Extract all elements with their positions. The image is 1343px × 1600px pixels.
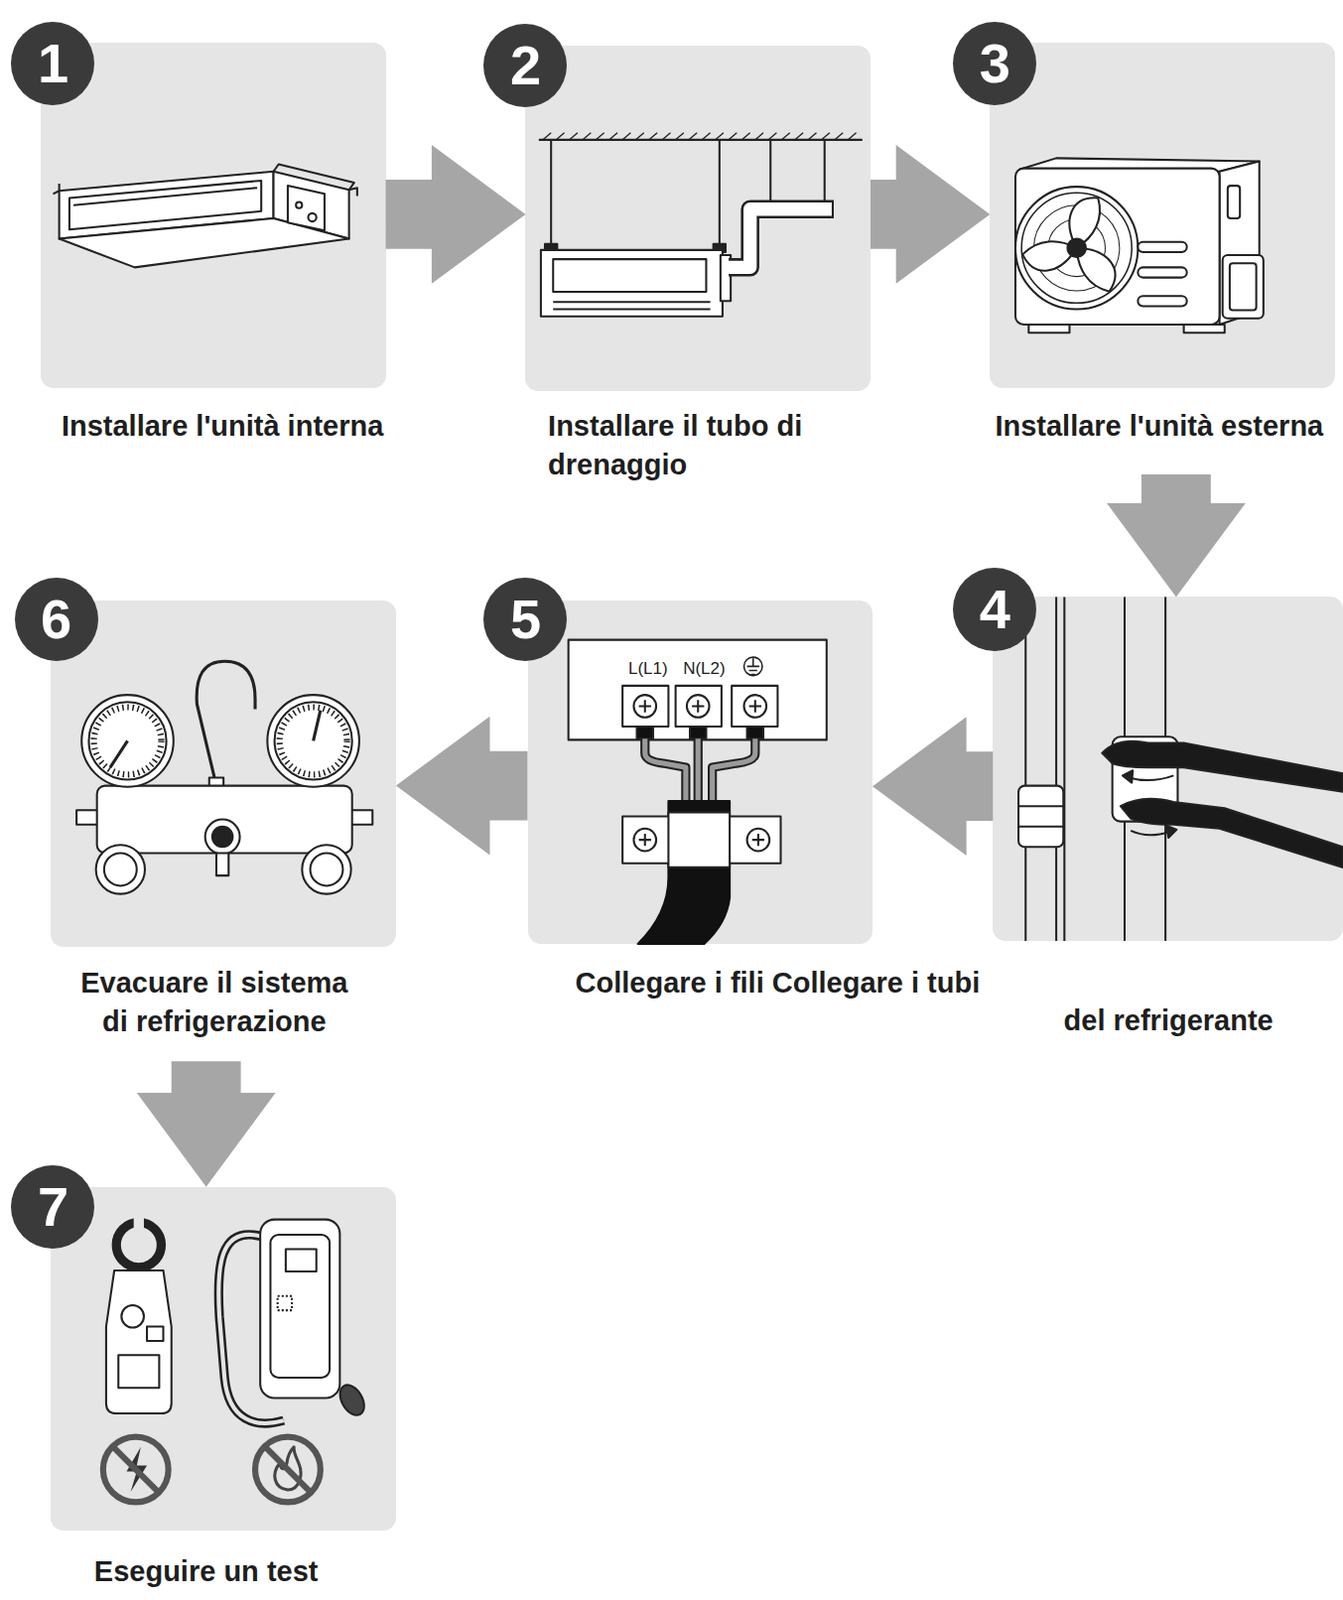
step-caption: Eseguire un test xyxy=(57,1552,356,1592)
flow-arrow xyxy=(396,716,529,856)
terminal-label: L(L1) xyxy=(628,659,669,679)
step-caption: Collegare i fili Collegare i tubi xyxy=(543,963,1011,1003)
flow-arrow xyxy=(872,716,993,856)
step-panel: 4del refrigerante xyxy=(992,596,1343,941)
step-number: 4 xyxy=(952,567,1037,652)
step-caption: Installare l'unità esterna xyxy=(994,406,1338,446)
step-panel: 7Eseguire un test xyxy=(50,1187,397,1531)
terminal-label: N(L2) xyxy=(682,659,726,679)
step-number: 5 xyxy=(483,577,567,662)
step-number: 3 xyxy=(952,21,1037,106)
flow-arrow xyxy=(1106,474,1246,597)
step-number: 1 xyxy=(10,21,95,106)
step-panel: 1Installare l'unità interna xyxy=(40,42,387,389)
step-number: 2 xyxy=(483,23,567,108)
step-caption: del refrigerante xyxy=(1004,1001,1333,1041)
step-caption: Installare l'unità interna xyxy=(33,406,411,446)
step-caption: Evacuare il sistema di refrigerazione xyxy=(80,963,349,1042)
step-number: 6 xyxy=(14,577,99,662)
step-panel: 6Evacuare il sistema di refrigerazione xyxy=(50,600,397,948)
step-caption: Installare il tubo di drenaggio xyxy=(547,406,846,485)
step-number: 7 xyxy=(10,1165,95,1249)
flow-arrow xyxy=(870,144,990,284)
step-panel: 5Collegare i fili Collegare i tubi xyxy=(528,600,874,944)
flow-arrow xyxy=(386,144,527,284)
step-panel: 3Installare l'unità esterna xyxy=(989,42,1336,389)
flow-arrow xyxy=(136,1061,276,1188)
step-panel: 2Installare il tubo di drenaggio xyxy=(525,45,871,392)
